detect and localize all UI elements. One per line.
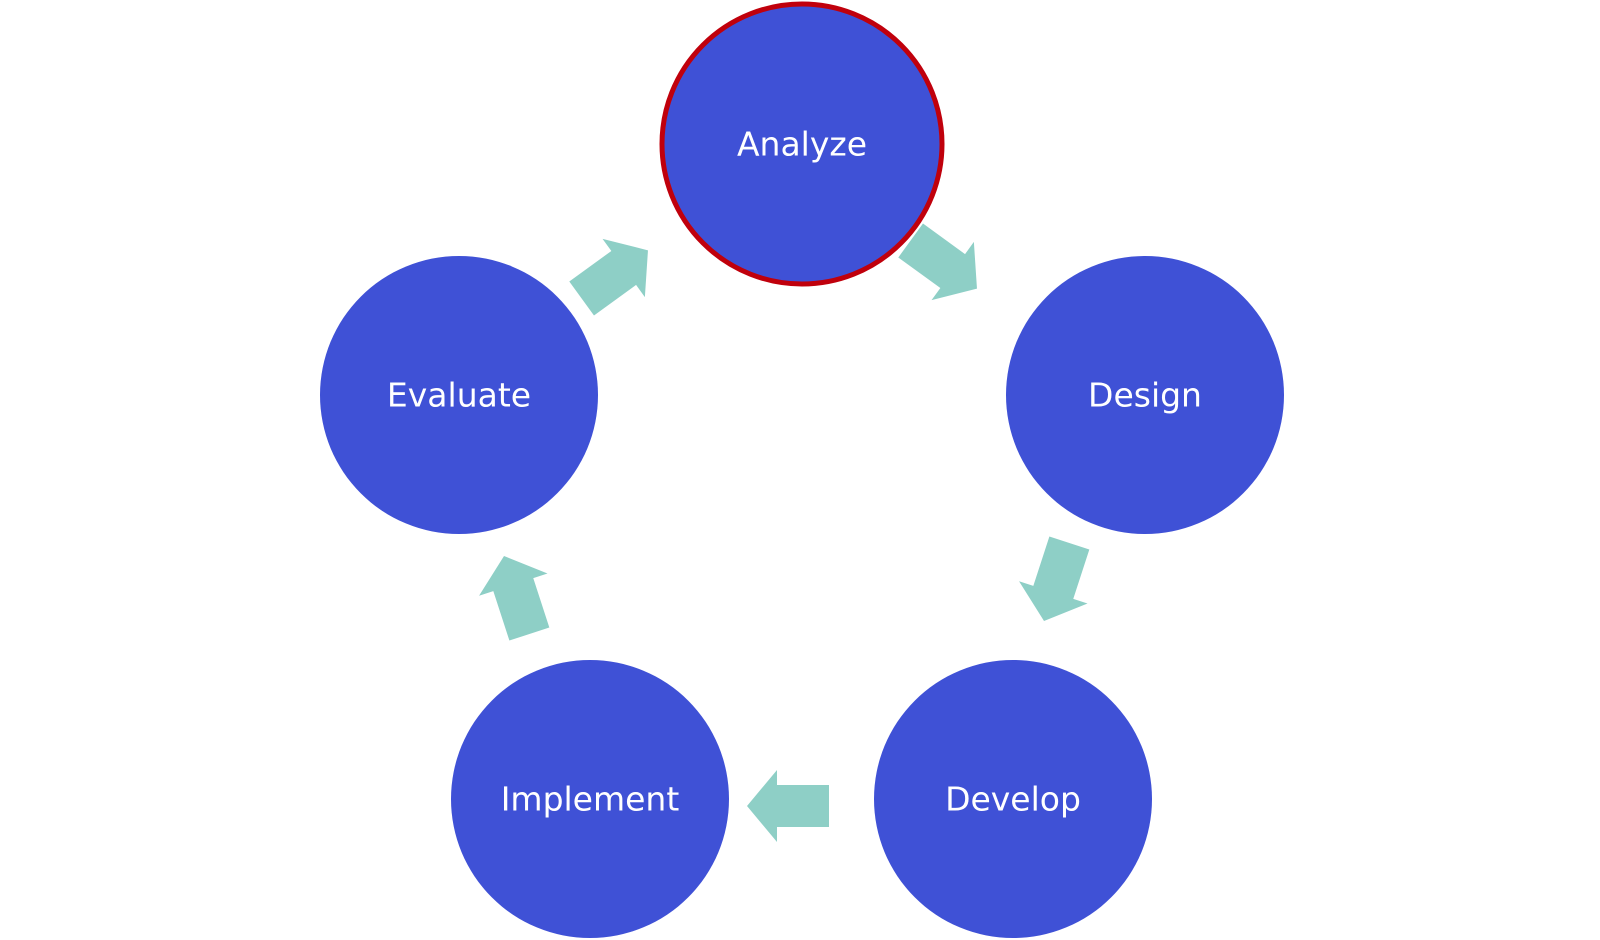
arrow-shape (747, 770, 829, 842)
stage-label: Design (1088, 376, 1202, 415)
stage-design: Design (1006, 256, 1284, 534)
stage-label: Implement (501, 780, 680, 819)
stage-evaluate: Evaluate (320, 256, 598, 534)
stage-circle (1006, 256, 1284, 534)
stage-label: Analyze (737, 125, 867, 164)
stage-analyze: Analyze (659, 1, 945, 287)
arrow-implement-to-evaluate (479, 556, 550, 641)
stage-circle (320, 256, 598, 534)
arrow-design-to-develop (1019, 536, 1090, 621)
stage-circle (874, 660, 1152, 938)
arrow-analyze-to-design (898, 223, 977, 301)
arrow-develop-to-implement (747, 770, 829, 842)
arrow-evaluate-to-analyze (569, 238, 648, 316)
arrow-shape (479, 556, 550, 641)
stage-circle (451, 660, 729, 938)
stage-implement: Implement (451, 660, 729, 938)
stage-label: Develop (945, 780, 1081, 819)
arrow-shape (569, 238, 648, 316)
arrow-shape (898, 223, 977, 301)
stage-label: Evaluate (387, 376, 531, 415)
stage-develop: Develop (874, 660, 1152, 938)
stage-circle (659, 1, 945, 287)
arrow-shape (1019, 536, 1090, 621)
